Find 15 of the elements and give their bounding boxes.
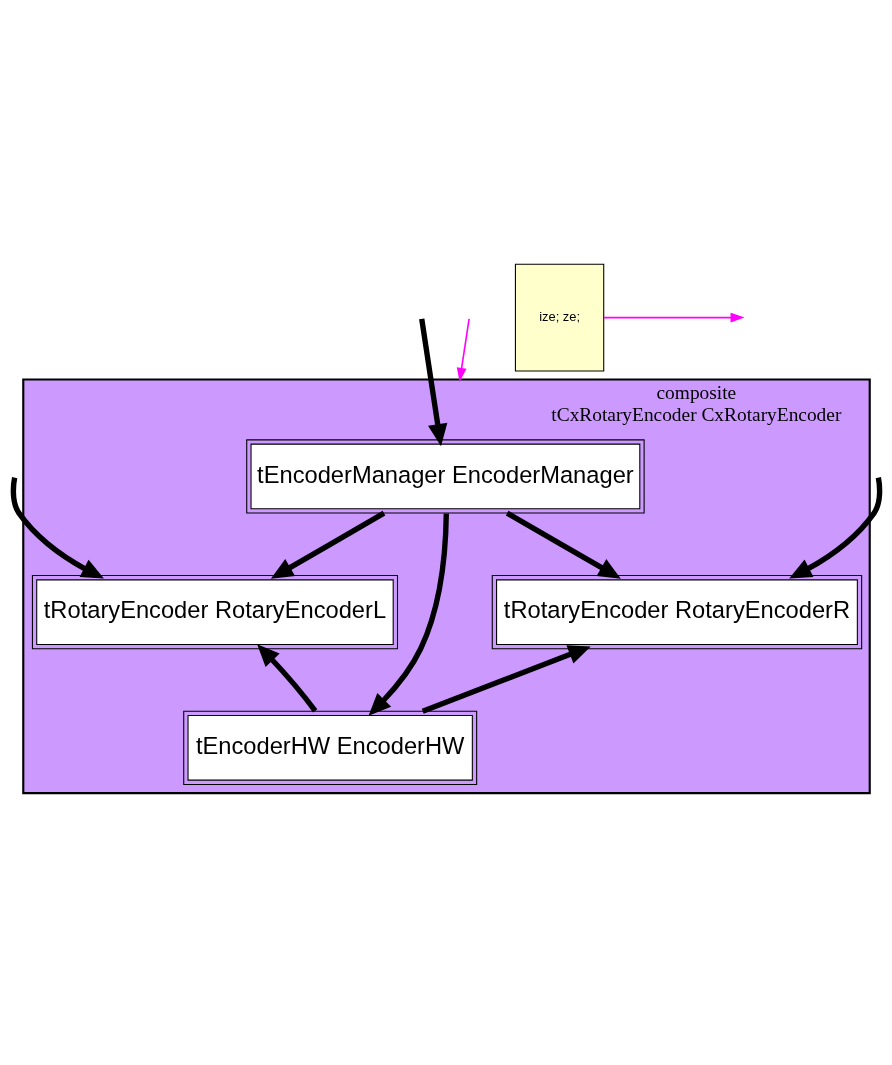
arrow [256,643,317,712]
arrow [505,510,621,579]
arrow [10,476,104,578]
node-box: tEncoderManager EncoderManager [245,438,645,514]
node-box: tRotaryEncoder RotaryEncoderR [491,574,862,649]
arrow [456,317,470,382]
arrow [418,317,447,446]
node-box: ize; ze; [514,263,604,371]
arrow [788,476,882,578]
arrow [270,510,385,579]
arrow [368,512,449,716]
node-box: tRotaryEncoder RotaryEncoderL [31,574,398,649]
node-box: tEncoderHW EncoderHW [182,710,477,785]
arrow [421,644,591,714]
arrow [602,312,745,323]
